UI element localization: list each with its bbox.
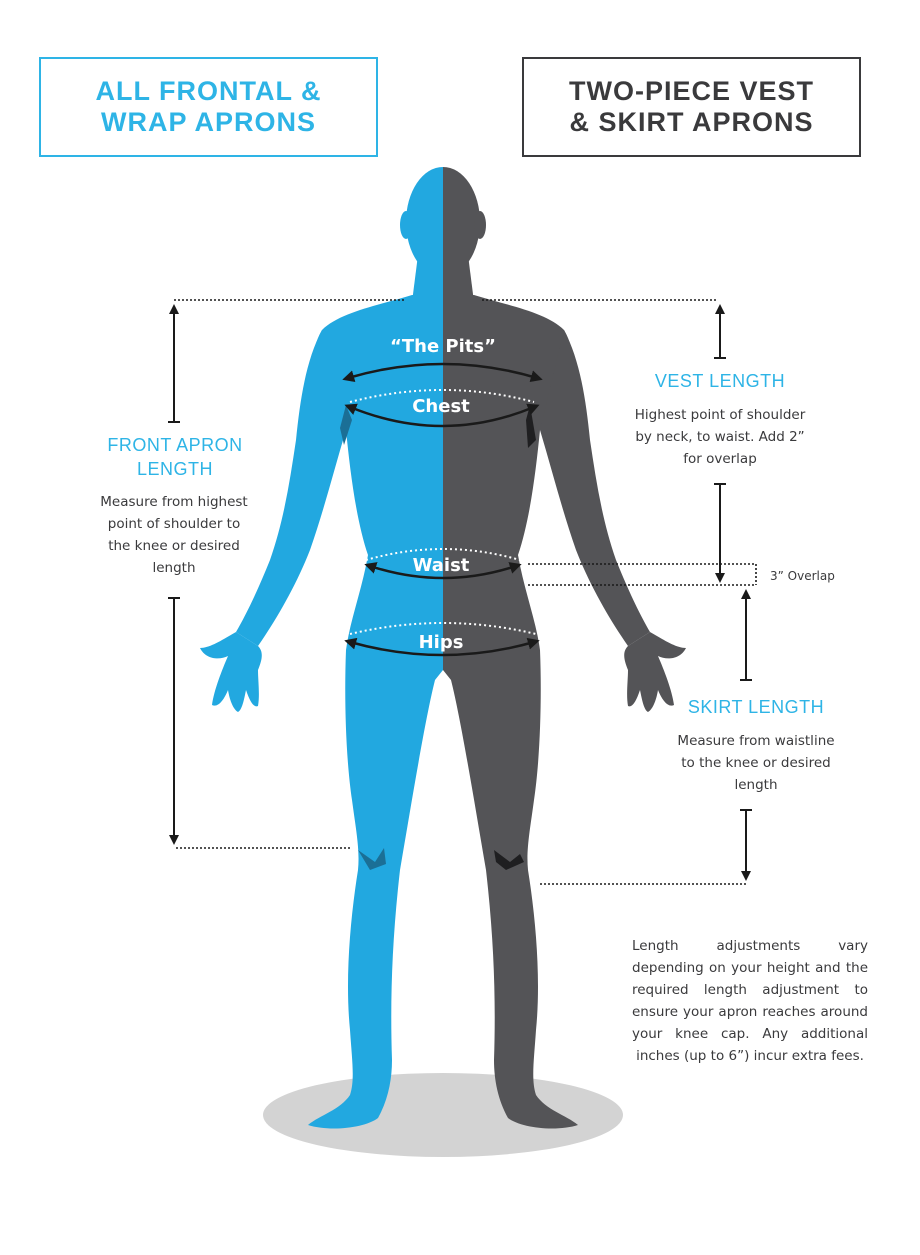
skirt-length-heading: SKIRT LENGTH [687,697,825,717]
vest-desc-line: for overlap [683,451,757,467]
chest-label: Chest [412,396,470,417]
frontal-title-line1: ALL FRONTAL & [95,76,322,106]
front-apron-desc-line: the knee or desired [108,538,240,554]
waist-label: Waist [413,555,470,576]
floor-shadow [263,1073,623,1157]
right-knee-detail [494,850,524,870]
overlap-label: 3” Overlap [770,569,835,583]
front-apron-desc-line: Measure from highest [100,494,248,510]
front-apron-description: Measure from highest point of shoulder t… [84,491,264,579]
front-apron-desc-line: length [152,560,196,576]
vest-desc-line: by neck, to waist. Add 2” [635,429,805,445]
vest-desc-line: Highest point of shoulder [634,407,806,423]
pits-label: “The Pits” [390,336,496,357]
chest-arc [344,403,540,428]
vest-length-description: Highest point of shoulder by neck, to wa… [614,404,826,470]
vest-title-line2: & SKIRT APRONS [569,107,814,137]
front-apron-desc-line: point of shoulder to [107,516,241,532]
skirt-length-description: Measure from waistline to the knee or de… [656,730,856,796]
hips-label: Hips [419,632,464,653]
vest-length-heading: VEST LENGTH [654,371,786,391]
frontal-wrap-aprons-title: ALL FRONTAL & WRAP APRONS [39,57,378,157]
vest-title-line1: TWO-PIECE VEST [568,76,815,106]
front-apron-heading: FRONT APRON LENGTH [90,433,260,481]
frontal-title-line2: WRAP APRONS [100,107,317,137]
skirt-desc-line: length [734,777,778,793]
pits-arc [342,362,543,383]
length-adjustment-note: Length adjustments vary depending on you… [632,938,868,1064]
vest-skirt-aprons-title: TWO-PIECE VEST & SKIRT APRONS [522,57,861,157]
hips-back-dotted-arc [349,622,537,635]
skirt-desc-line: Measure from waistline [677,733,835,749]
right-armpit-detail [526,405,536,448]
left-knee-detail [358,848,386,870]
front-apron-heading-line2: LENGTH [136,459,213,479]
waist-arc [364,562,522,580]
front-apron-heading-line1: FRONT APRON [107,435,243,455]
left-armpit-detail [340,405,352,445]
skirt-desc-line: to the knee or desired [681,755,831,771]
hips-arc [344,637,540,657]
